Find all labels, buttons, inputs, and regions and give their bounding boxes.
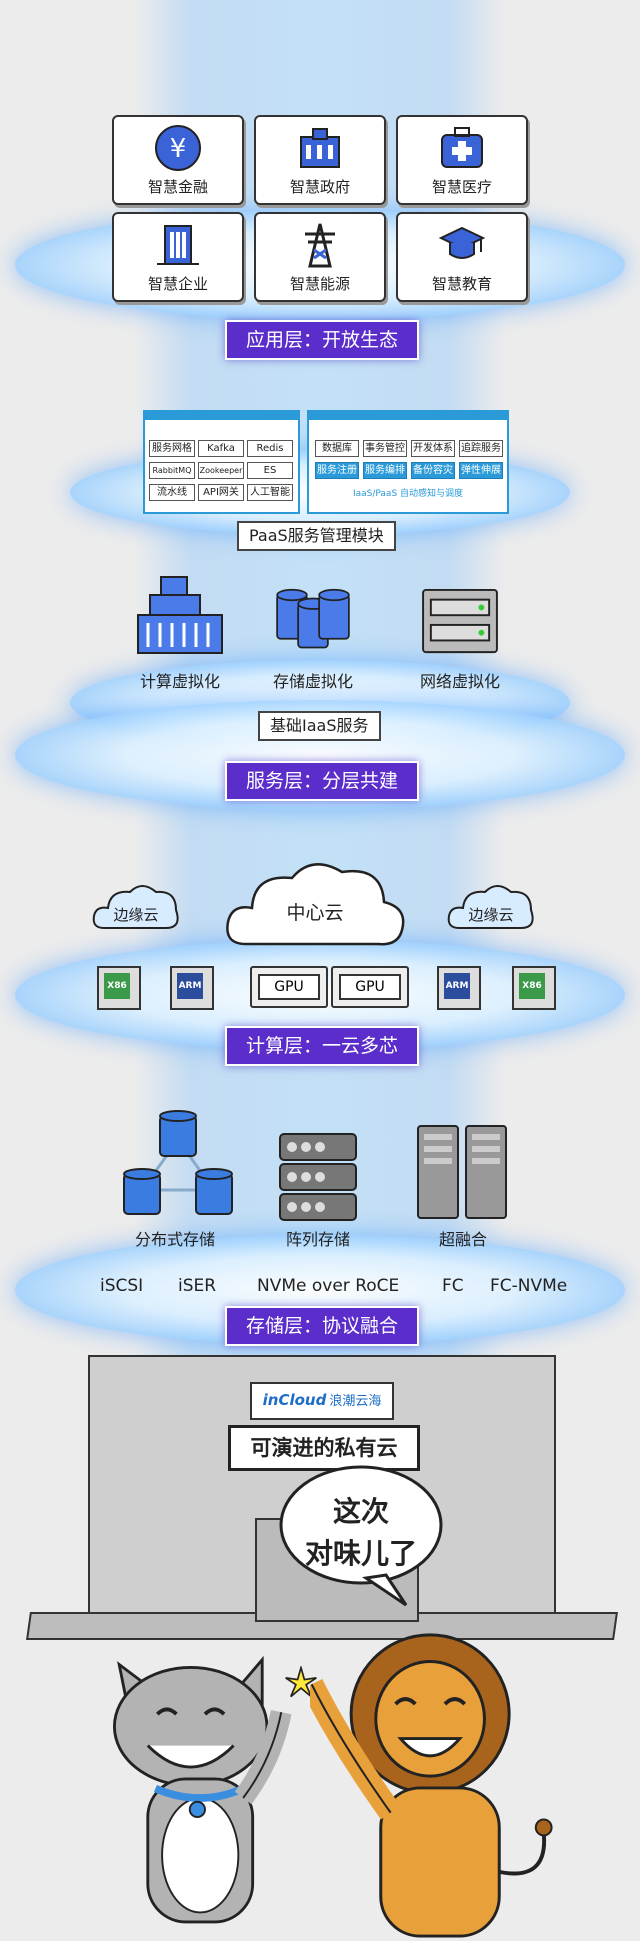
arm-chip-icon: ARM [437,966,481,1010]
app-label: 智慧医疗 [431,178,492,196]
app-card-energy[interactable]: 智慧能源 [254,212,386,302]
tag-zookeeper: Zookeeper [198,462,244,479]
tag-kafka: Kafka [198,440,244,457]
spark-icon [285,1666,317,1698]
array-storage-caption: 阵列存储 [285,1230,350,1249]
edge-cloud-right-label: 边缘云 [468,906,514,924]
speech-bubble [279,1465,443,1607]
building-sign: 可演进的私有云 [228,1425,420,1471]
hyperconverged-caption: 超融合 [438,1230,487,1249]
iaas-label: 基础IaaS服务 [258,711,381,741]
app-card-enterprise[interactable]: 智慧企业 [112,212,244,302]
app-label: 智慧企业 [147,275,208,293]
office-building-icon [157,225,199,265]
paas-middleware-panel: 服务网格 Kafka Redis RabbitMQ Zookeeper ES 流… [143,410,300,514]
logo-text: inCloud [262,1391,327,1409]
government-building-icon [300,128,340,168]
tag-orchestration: 服务编排 [363,462,407,479]
tag-service-mesh: 服务网格 [149,440,195,457]
logo-cn-text: 浪潮云海 [329,1394,382,1409]
tag-pipeline: 流水线 [149,484,195,501]
cat-mascot [113,1655,292,1924]
protocol-iser: iSER [178,1276,217,1296]
paas-module-label: PaaS服务管理模块 [237,521,396,551]
tag-es: ES [247,462,293,479]
x86-chip-icon: X86 [97,966,141,1010]
tag-database: 数据库 [315,440,359,457]
power-tower-icon [305,223,335,268]
tag-dev-system: 开发体系 [411,440,455,457]
compute-server-icon [137,576,223,654]
tag-scaling: 弹性伸展 [459,462,503,479]
tag-ai: 人工智能 [247,484,293,501]
protocol-fc: FC [442,1276,464,1296]
hyperconverged-icon [417,1125,507,1219]
distributed-storage-icon [123,1110,233,1215]
protocol-fc-nvme: FC-NVMe [490,1276,568,1296]
distributed-storage-caption: 分布式存储 [134,1230,215,1249]
application-layer-label: 应用层：开放生态 [225,320,419,360]
edge-cloud-left-label: 边缘云 [113,906,159,924]
app-card-finance[interactable]: ¥ 智慧金融 [112,115,244,205]
app-label: 智慧能源 [289,275,350,293]
app-card-medical[interactable]: 智慧医疗 [396,115,528,205]
lion-mascot [310,1633,553,1938]
tag-backup: 备份容灾 [411,462,455,479]
center-cloud-label: 中心云 [286,902,344,924]
app-card-government[interactable]: 智慧政府 [254,115,386,205]
network-server-icon [422,588,498,654]
iaas-compute-caption: 计算虚拟化 [139,672,220,691]
edge-cloud-left: 边缘云 [90,878,182,934]
tag-rabbitmq: RabbitMQ [149,462,195,479]
storage-layer-label: 存储层：协议融合 [225,1306,419,1346]
protocol-iscsi: iSCSI [100,1276,144,1296]
medical-kit-icon [441,127,483,168]
tag-tracing: 追踪服务 [459,440,503,457]
tag-redis: Redis [247,440,293,457]
center-cloud: 中心云 [222,852,408,952]
app-label: 智慧政府 [289,178,350,196]
array-storage-icon [279,1133,357,1221]
tag-transaction: 事务管控 [363,440,407,457]
speech-line-2: 对味儿了 [304,1537,417,1570]
app-label: 智慧教育 [431,275,492,293]
yen-icon: ¥ [155,125,201,171]
app-label: 智慧金融 [147,178,208,196]
iaas-storage-caption: 存储虚拟化 [272,672,353,691]
tag-api-gateway: API网关 [198,484,244,501]
storage-disks-icon [276,588,350,649]
paas-services-panel: 数据库 事务管控 开发体系 追踪服务 服务注册 服务编排 备份容灾 弹性伸展 I… [307,410,509,514]
paas-scheduling-caption: IaaS/PaaS 自动感知与调度 [352,489,464,499]
arm-chip-icon: ARM [170,966,214,1010]
graduation-cap-icon [438,226,486,259]
x86-chip-icon: X86 [512,966,556,1010]
service-layer-label: 服务层：分层共建 [225,761,419,801]
speech-line-1: 这次 [332,1495,389,1528]
iaas-network-caption: 网络虚拟化 [419,672,500,691]
app-card-education[interactable]: 智慧教育 [396,212,528,302]
gpu-card-icon: GPU [331,966,409,1008]
edge-cloud-right: 边缘云 [445,878,537,934]
tag-registry: 服务注册 [315,462,359,479]
protocol-nvme-roce: NVMe over RoCE [257,1276,400,1296]
gpu-card-icon: GPU [250,966,328,1008]
compute-layer-label: 计算层：一云多芯 [225,1026,419,1066]
svg-text:¥: ¥ [170,134,187,164]
